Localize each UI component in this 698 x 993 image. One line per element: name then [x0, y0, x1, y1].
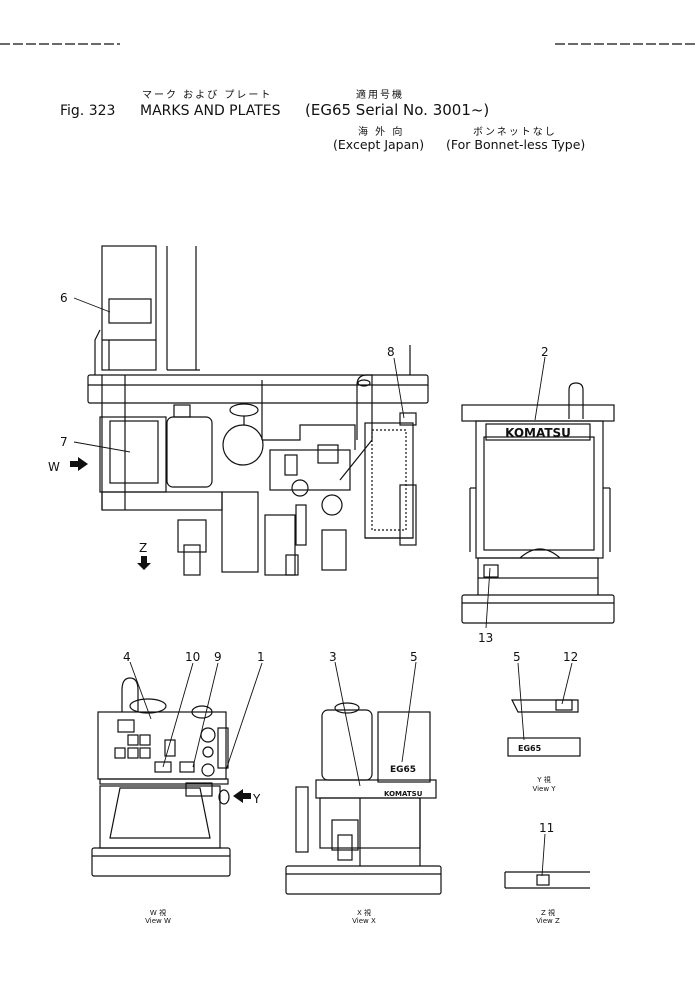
view-x-caption-jp: X 視 [356, 909, 372, 917]
callout-13: 13 [478, 631, 493, 645]
applicable-serial: (EG65 Serial No. 3001~) [305, 101, 490, 119]
view-w-caption: View W [145, 917, 171, 925]
callout-5-view-x: 5 [410, 650, 418, 664]
komatsu-nameplate [485, 423, 591, 441]
page-title: MARKS AND PLATES [140, 103, 281, 119]
view-z-caption-jp: Z 視 [540, 909, 556, 917]
view-y-caption-jp: Y 視 [537, 776, 551, 784]
callout-12: 12 [563, 650, 578, 664]
model-mark-view-y: EG65 [518, 744, 542, 753]
view-x-caption: View X [352, 917, 376, 925]
jp-title: マーク および プレート [142, 90, 273, 101]
fig-label: Fig. 323 [60, 103, 116, 119]
view-y-marker: Y [252, 792, 261, 806]
callout-4: 4 [123, 650, 131, 664]
view-y-drawing [507, 699, 581, 757]
view-z-caption: View Z [536, 917, 560, 925]
view-z-drawing [504, 871, 590, 889]
callout-10: 10 [185, 650, 200, 664]
callout-7: 7 [60, 435, 68, 449]
callout-8: 8 [387, 345, 395, 359]
view-w-marker: W [48, 460, 60, 474]
view-arrows [70, 457, 251, 803]
destination-note: (Except Japan) [333, 137, 425, 152]
view-w-drawing [91, 677, 231, 877]
callout-11: 11 [539, 821, 554, 835]
view-y-caption: View Y [532, 785, 556, 793]
generator-side-view [87, 329, 429, 576]
callout-2: 2 [541, 345, 549, 359]
jp-destination: 海 外 向 [358, 127, 405, 138]
callout-1: 1 [257, 650, 265, 664]
jp-type: ボンネットなし [473, 127, 557, 138]
type-note: (For Bonnet-less Type) [446, 137, 586, 152]
callout-6: 6 [60, 291, 68, 305]
model-mark-view-x: EG65 [390, 765, 416, 775]
leader-lines [73, 297, 573, 877]
generator-front-view [461, 382, 615, 624]
callout-3: 3 [329, 650, 337, 664]
view-z-marker: Z [139, 541, 147, 555]
view-w-caption-jp: W 視 [149, 909, 167, 917]
callout-5-view-y: 5 [513, 650, 521, 664]
jp-applicable-label: 適用号機 [356, 90, 404, 101]
callout-9: 9 [214, 650, 222, 664]
nameplate-brand-front: KOMATSU [505, 426, 571, 440]
panel-detail-view [101, 245, 200, 371]
nameplate-brand-view-x: KOMATSU [384, 790, 423, 798]
view-x-drawing [285, 702, 442, 895]
